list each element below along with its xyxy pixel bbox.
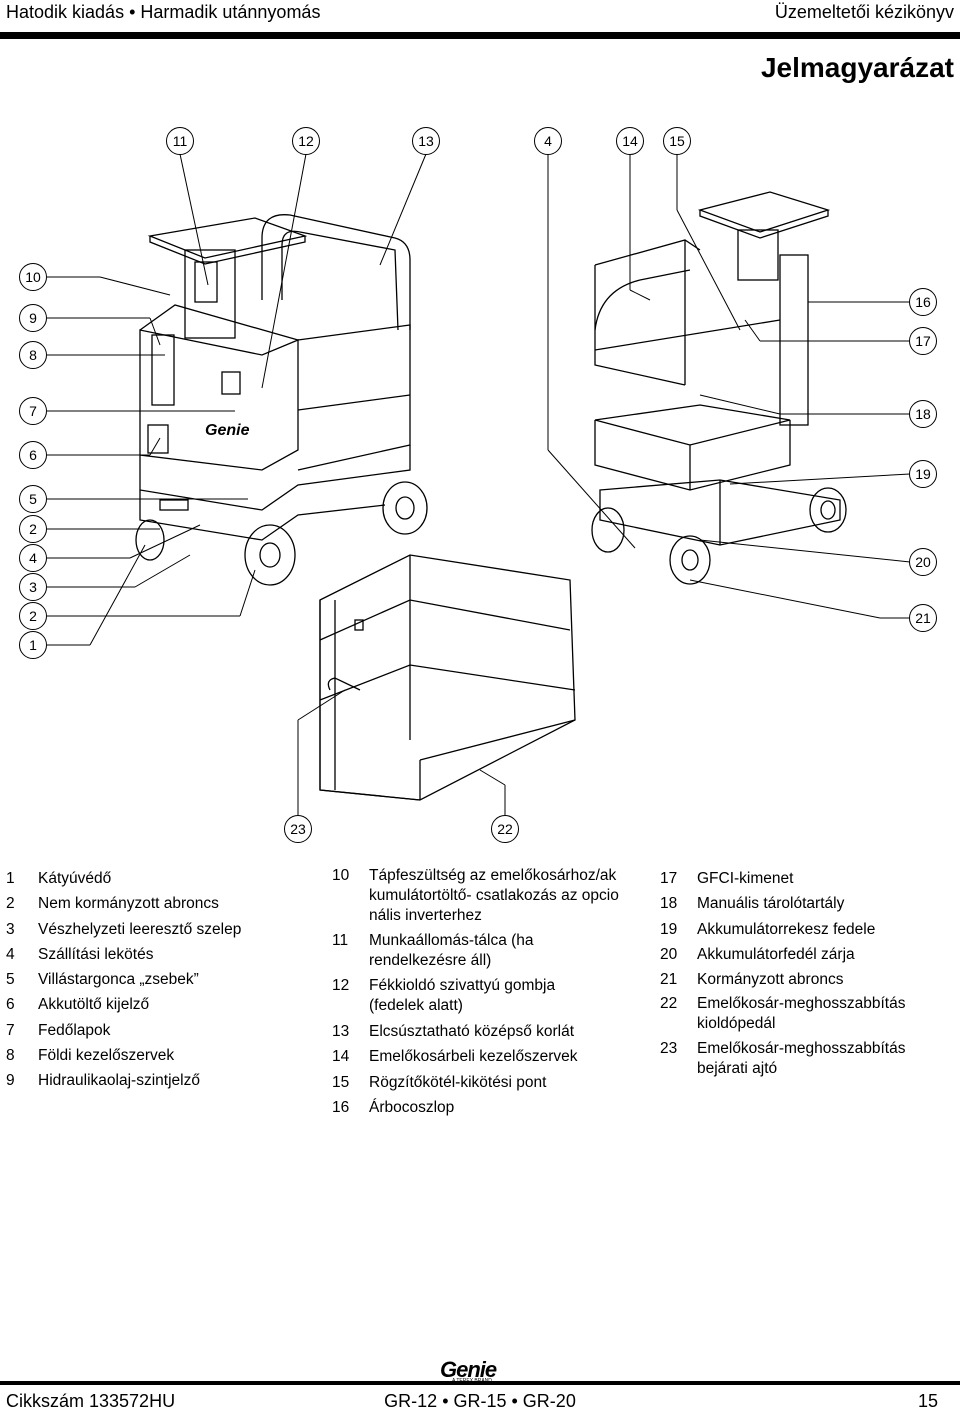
footer-models: GR-12 • GR-15 • GR-20 <box>384 1391 576 1411</box>
callout-19: 19 <box>909 460 937 488</box>
callout-2-lower: 2 <box>19 602 47 630</box>
callout-2-upper: 2 <box>19 515 47 543</box>
callout-14: 14 <box>616 127 644 155</box>
callout-7: 7 <box>19 397 47 425</box>
page-number: 15 <box>917 1391 938 1411</box>
callout-18: 18 <box>909 400 937 428</box>
callout-1: 1 <box>19 631 47 659</box>
callout-9: 9 <box>19 304 47 332</box>
callout-6: 6 <box>19 441 47 469</box>
callout-3: 3 <box>19 573 47 601</box>
callout-4-side: 4 <box>19 544 47 572</box>
callout-8: 8 <box>19 341 47 369</box>
callout-22: 22 <box>491 815 519 843</box>
callout-20: 20 <box>909 548 937 576</box>
footer-part-number: Cikkszám 133572HU <box>6 1391 176 1411</box>
callout-5: 5 <box>19 485 47 513</box>
left-machine-drawing <box>135 214 428 586</box>
header-edition: Hatodik kiadás • Harmadik utánnyomás <box>6 2 321 22</box>
callout-13: 13 <box>412 127 440 155</box>
callout-15: 15 <box>663 127 691 155</box>
callout-11: 11 <box>166 127 194 155</box>
callout-16: 16 <box>909 288 937 316</box>
genie-decal-label: Genie <box>205 422 250 439</box>
callout-21: 21 <box>909 604 937 632</box>
footer-rule <box>0 1381 960 1385</box>
callout-23: 23 <box>284 815 312 843</box>
callout-12: 12 <box>292 127 320 155</box>
header-rule <box>0 32 960 39</box>
page-title: Jelmagyarázat <box>760 52 954 83</box>
leader-lines <box>47 153 911 815</box>
genie-logo: Genie <box>440 1357 497 1382</box>
header-manual-title: Üzemeltetői kézikönyv <box>774 2 954 22</box>
callout-17: 17 <box>909 327 937 355</box>
right-machine-drawing <box>591 191 847 585</box>
callout-4-top: 4 <box>534 127 562 155</box>
callout-10: 10 <box>19 263 47 291</box>
machine-illustration: Genie <box>47 153 911 815</box>
basket-extension-drawing <box>319 554 576 801</box>
